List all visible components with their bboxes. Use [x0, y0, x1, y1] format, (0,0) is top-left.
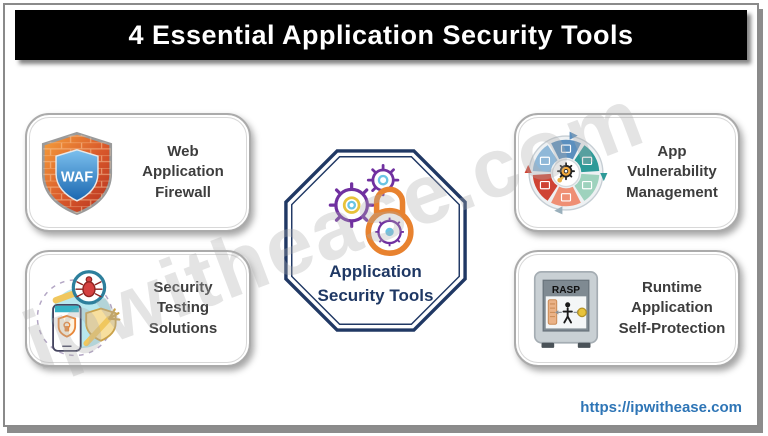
card-label-rasp: Runtime Application Self-Protection	[618, 279, 726, 337]
magnifier-handle	[52, 290, 77, 303]
arrow-left	[524, 164, 532, 173]
center-label: Application Security Tools	[317, 262, 434, 305]
magnifier-bug-icon	[71, 269, 107, 305]
padlock-icon	[365, 186, 414, 256]
page-title: 4 Essential Application Security Tools	[128, 19, 634, 50]
card-web-application-firewall: WAF Web Application Firewall	[25, 113, 251, 232]
title-banner: 4 Essential Application Security Tools	[15, 10, 747, 60]
shield-fork-icon	[83, 307, 121, 346]
octagon-inner-border	[291, 156, 460, 325]
waf-icon-text: WAF	[61, 169, 93, 185]
arrow-bottom	[554, 205, 563, 214]
rasp-safe-icon: RASP	[516, 265, 616, 353]
rasp-icon-text: RASP	[552, 284, 580, 295]
waf-shield-icon: WAF	[27, 129, 127, 217]
security-testing-magnifier-icon	[27, 260, 127, 358]
phone-shield-icon	[52, 303, 82, 352]
vulnerability-wheel-icon	[516, 127, 616, 219]
waf-shield-icon-svg: WAF	[41, 131, 113, 215]
site-link[interactable]: https://ipwithease.com	[580, 399, 742, 416]
center-octagon: Application Security Tools	[283, 147, 468, 334]
card-label-avm: App Vulnerability Management	[626, 143, 718, 201]
card-label-waf: Web Application Firewall	[142, 143, 224, 201]
arrow-right	[600, 172, 608, 181]
yellow-dot	[577, 307, 587, 317]
vulnerability-wheel-icon-svg	[524, 131, 608, 214]
arrow-top	[569, 131, 578, 140]
gear-wrench-icon	[557, 161, 575, 183]
segment-glyphs	[539, 144, 593, 201]
rasp-safe-icon-svg: RASP	[533, 270, 599, 348]
card-app-vulnerability-management: App Vulnerability Management	[514, 113, 740, 232]
figure-icon	[562, 301, 573, 323]
gears-padlock-icon	[328, 163, 414, 256]
security-testing-icon-svg	[36, 269, 121, 356]
large-gear-icon	[328, 182, 375, 229]
card-runtime-application-self-protection: RASP Runtime Application Self-Protection	[514, 250, 740, 367]
card-security-testing-solutions: Security Testing Solutions	[25, 250, 251, 367]
octagon-svg	[284, 149, 467, 332]
card-label-testing: Security Testing Solutions	[148, 279, 218, 337]
